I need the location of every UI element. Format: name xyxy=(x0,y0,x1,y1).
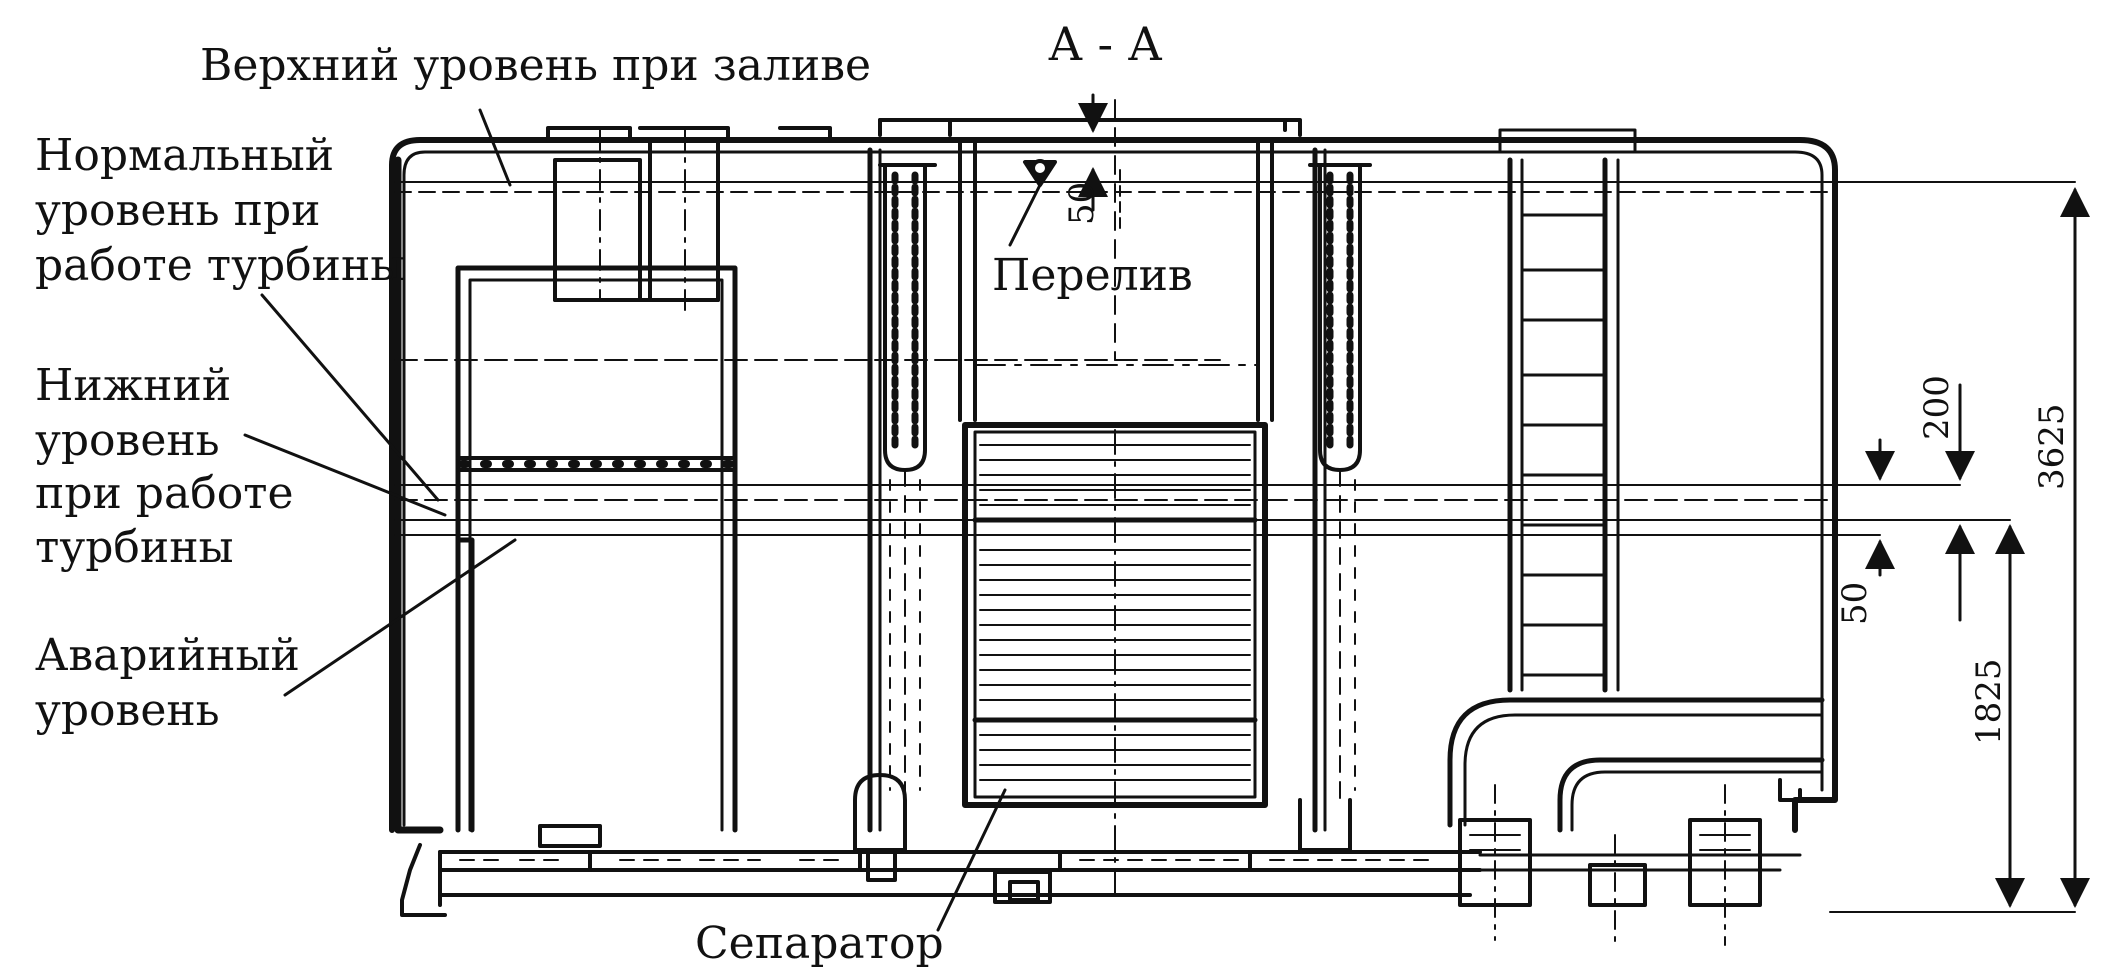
label-normal-line1: Нормальный xyxy=(35,130,334,181)
outlet-nozzles xyxy=(1458,778,1802,946)
leader-upper-fill xyxy=(478,108,512,187)
dim-label-50: 50 xyxy=(1835,582,1875,625)
leader-separator xyxy=(936,788,1007,932)
label-emergency-line2: уровень xyxy=(35,685,220,736)
label-lower-line1: Нижний xyxy=(35,360,231,411)
label-lower-line3: при работе xyxy=(35,468,294,519)
label-upper-fill: Верхний уровень при заливе xyxy=(200,40,871,91)
label-normal-line3: работе турбины xyxy=(35,240,405,291)
leader-lower xyxy=(243,433,447,517)
top-nozzles xyxy=(546,118,952,316)
section-marker xyxy=(1077,93,1121,231)
dim-label-1825: 1825 xyxy=(1969,658,2009,745)
perforated-shelf xyxy=(456,456,737,472)
separator-compartment xyxy=(867,118,1327,833)
outlet-elbows xyxy=(1447,697,1825,833)
leader-lines xyxy=(243,108,1007,932)
label-separator: Сепаратор xyxy=(695,918,944,969)
label-lower-line4: турбины xyxy=(35,522,234,573)
leader-normal xyxy=(260,293,440,502)
label-lower-line2: уровень xyxy=(35,415,220,466)
leader-emergency xyxy=(283,538,517,697)
label-normal-line2: уровень при xyxy=(35,185,320,236)
dim-label-200: 200 xyxy=(1917,375,1957,440)
dim-label-3625: 3625 xyxy=(2032,403,2072,490)
left-riser xyxy=(878,163,937,801)
tank-outer-shell xyxy=(389,137,1838,833)
label-emergency-line1: Аварийный xyxy=(35,630,300,681)
bottom-valves xyxy=(853,773,1352,882)
left-chamber xyxy=(455,265,738,833)
level-lines xyxy=(394,181,2076,913)
ladder-rungs xyxy=(1498,128,1637,677)
tank-bottom xyxy=(438,824,1482,907)
overflow-fitting xyxy=(1008,99,1116,361)
left-wall xyxy=(394,156,447,917)
section-title: А - А xyxy=(1048,17,1163,71)
separator-pack xyxy=(962,422,1268,901)
dim-label-top-50: 50 xyxy=(1062,182,1102,225)
label-overflow: Перелив xyxy=(992,250,1193,301)
right-riser xyxy=(1308,163,1372,801)
